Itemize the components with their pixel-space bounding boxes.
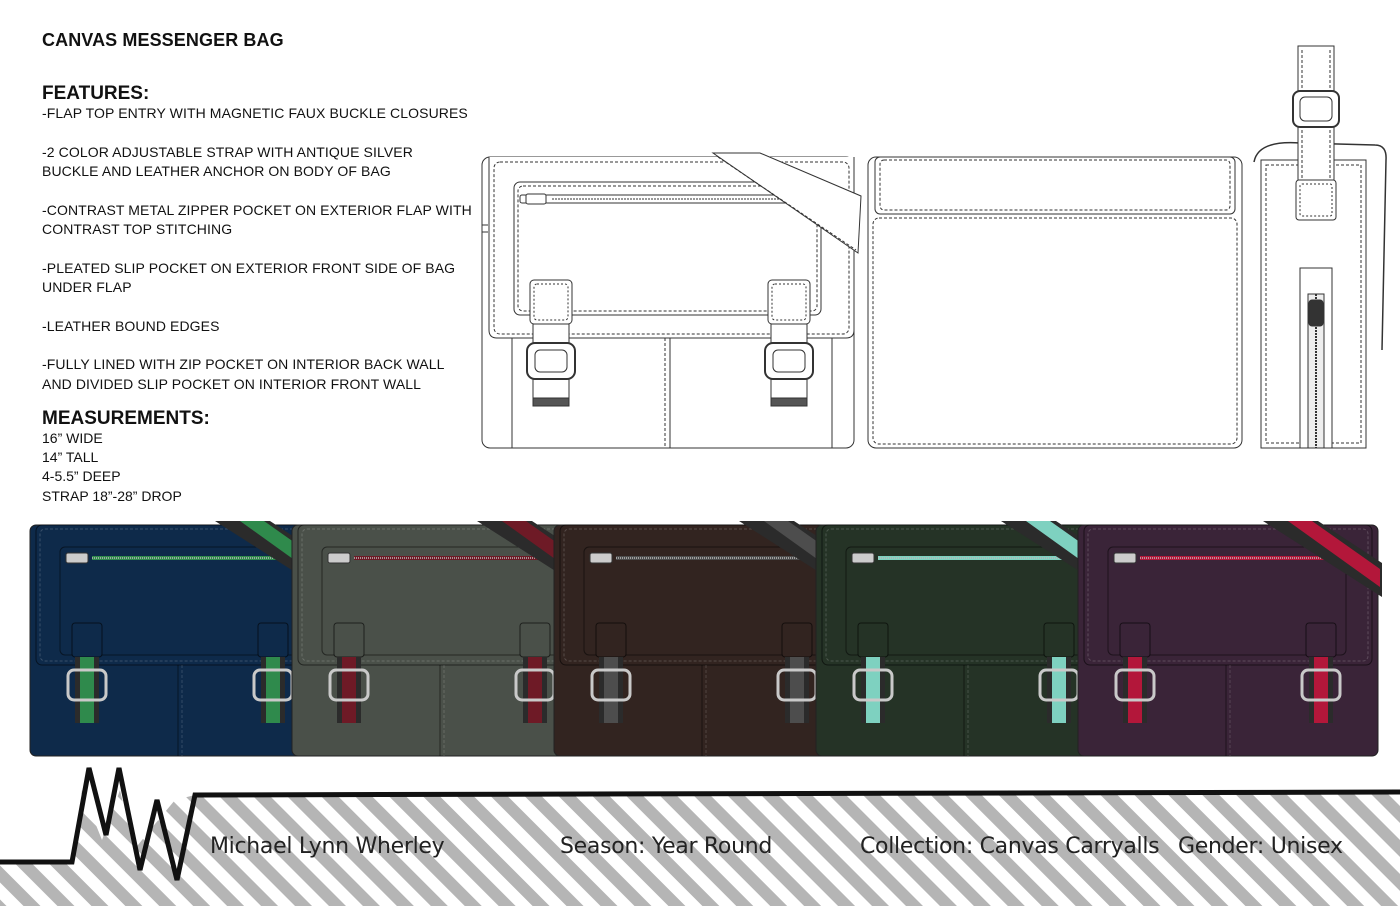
- closure-strap-accent: [1128, 657, 1142, 723]
- feature-item: -LEATHER BOUND EDGES: [42, 317, 220, 334]
- measurement-item: STRAP 18”-28” DROP: [42, 487, 182, 504]
- spec-panel: CANVAS MESSENGER BAG FEATURES: -FLAP TOP…: [42, 30, 472, 506]
- measurement-item: 4-5.5” DEEP: [42, 468, 121, 485]
- closure-strap-accent: [342, 657, 356, 723]
- closure-strap-accent: [1314, 657, 1328, 723]
- colorway-bag: [1077, 521, 1382, 757]
- flap-stitching: [301, 528, 583, 662]
- product-title: CANVAS MESSENGER BAG: [42, 30, 284, 50]
- measurements-list: 16” WIDE 14” TALL 4-5.5” DEEP STRAP 18”-…: [42, 429, 472, 506]
- buckle-icon: [328, 668, 370, 702]
- colorway-bag: [553, 521, 858, 757]
- technical-flats: [481, 45, 1387, 449]
- closure-strap-accent: [266, 657, 280, 723]
- buckle-icon: [852, 668, 894, 702]
- buckle-icon: [1300, 668, 1342, 702]
- features-list: -FLAP TOP ENTRY WITH MAGNETIC FAUX BUCKL…: [42, 104, 472, 394]
- feature-item: -PLEATED SLIP POCKET ON EXTERIOR FRONT S…: [42, 259, 456, 296]
- gender-label: Gender: Unisex: [1178, 834, 1343, 859]
- designer-name: Michael Lynn Wherley: [210, 834, 445, 859]
- strap-accent: [1288, 521, 1380, 587]
- strap-dark: [1263, 521, 1382, 597]
- buckle-icon: [1114, 668, 1156, 702]
- zipper-pull: [327, 552, 351, 564]
- flap-stitching: [39, 528, 321, 662]
- features-heading: FEATURES:: [42, 83, 150, 104]
- side-view-drawing: [1253, 45, 1387, 449]
- flap-stitching: [563, 528, 845, 662]
- closure-strap-accent: [790, 657, 804, 723]
- zipper-pull: [589, 552, 613, 564]
- striped-footer-band: [0, 767, 1400, 906]
- zipper-pull: [65, 552, 89, 564]
- feature-item: -FULLY LINED WITH ZIP POCKET ON INTERIOR…: [42, 356, 444, 392]
- zipper-pull: [851, 552, 875, 564]
- measurement-item: 16” WIDE: [42, 430, 103, 446]
- closure-strap-accent: [866, 657, 880, 723]
- measurement-item: 14” TALL: [42, 449, 99, 466]
- buckle-icon: [66, 668, 108, 702]
- closure-strap-accent: [528, 657, 542, 723]
- flap-stitching: [1087, 528, 1369, 662]
- measurements-heading: MEASUREMENTS:: [42, 408, 210, 429]
- colorway-bag: [29, 521, 334, 757]
- season-label: Season: Year Round: [560, 834, 773, 859]
- closure-strap-accent: [80, 657, 94, 723]
- flap-stitching: [825, 528, 1107, 662]
- front-view-drawing: [481, 152, 862, 449]
- closure-strap-accent: [604, 657, 618, 723]
- zipper-pull: [1113, 552, 1137, 564]
- colorway-bag: [815, 521, 1120, 757]
- collection-label: Collection: Canvas Carryalls: [860, 834, 1160, 859]
- zip-pocket: [1107, 546, 1347, 656]
- colorway-bag: [291, 521, 596, 757]
- closure-strap-accent: [1052, 657, 1066, 723]
- feature-item: -2 COLOR ADJUSTABLE STRAP WITH ANTIQUE S…: [42, 143, 413, 180]
- feature-item: -FLAP TOP ENTRY WITH MAGNETIC FAUX BUCKL…: [42, 105, 468, 121]
- back-view-drawing: [867, 156, 1243, 449]
- feature-item: -CONTRAST METAL ZIPPER POCKET ON EXTERIO…: [42, 201, 472, 238]
- buckle-icon: [590, 668, 632, 702]
